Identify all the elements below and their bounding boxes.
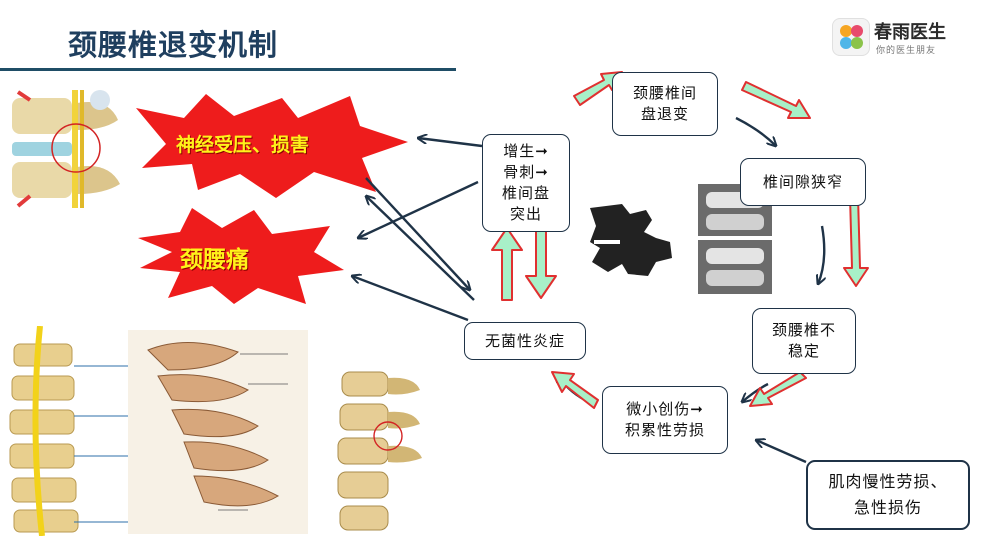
node-space-narrowing: 椎间隙狭窄	[740, 158, 866, 206]
lumbar-spine-illustration	[12, 90, 120, 208]
node-hyperplasia: 增生➞ 骨刺➞ 椎间盘 突出	[482, 134, 570, 232]
node-micro-trauma: 微小创伤➞ 积累性劳损	[602, 386, 728, 454]
nerve-compression-label: 神经受压、损害	[176, 134, 310, 156]
spine-column-illustration	[337, 371, 422, 531]
brand-slogan: 你的医生朋友	[876, 46, 937, 56]
neck-back-pain-label: 颈腰痛	[180, 246, 249, 273]
cervical-vertebrae-sketch	[128, 330, 308, 534]
title-underline	[0, 68, 456, 71]
brand-logo: 春雨医生 你的医生朋友	[832, 16, 957, 60]
node-muscle-strain: 肌肉慢性劳损、 急性损伤	[806, 460, 970, 530]
brand-name: 春雨医生	[874, 22, 946, 43]
vertebra-silhouette	[590, 204, 672, 276]
node-disc-degeneration: 颈腰椎间 盘退变	[612, 72, 718, 136]
node-instability: 颈腰椎不 稳定	[752, 308, 856, 374]
cervical-spine-side-illustration	[0, 326, 130, 536]
page-title: 颈腰椎退变机制	[68, 28, 279, 62]
pain-burst-shape	[138, 208, 344, 304]
nerve-burst-shape	[136, 94, 408, 198]
node-inflammation: 无菌性炎症	[464, 322, 586, 360]
clover-logo-icon	[832, 18, 870, 56]
